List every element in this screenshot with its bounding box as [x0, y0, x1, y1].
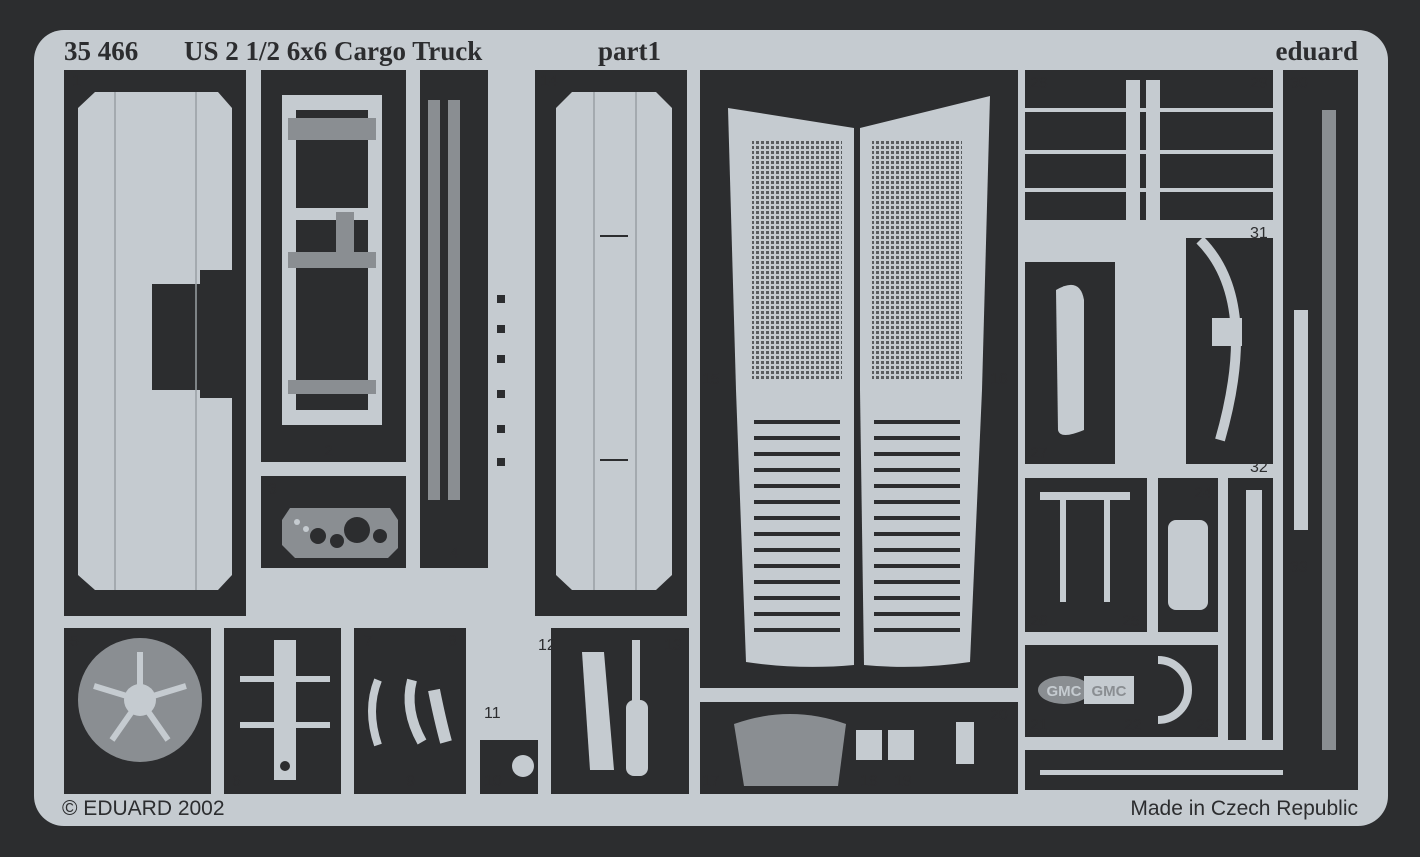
part-numbers: 1 2 3 4 5 6 7 8 9 10 11 12 13 14 15 16 1… [70, 73, 1308, 790]
part-label-7: 7 [364, 633, 373, 650]
part-label-30: 30 [1290, 75, 1308, 92]
part-13-tool [626, 640, 648, 776]
part-16-hood-side [860, 96, 990, 667]
logo-text-22: GMC [1092, 683, 1127, 700]
part-label-24: 24 [1194, 485, 1212, 502]
part-label-11: 11 [484, 705, 501, 722]
copyright-text: © EDUARD 2002 [62, 797, 225, 820]
part-label-16: 16 [990, 371, 1008, 388]
part-11-strip-holes [497, 295, 505, 466]
part-31-mount [1212, 318, 1242, 346]
part-23-arc [1157, 656, 1192, 724]
part-label-13: 13 [664, 637, 682, 654]
part-4-rods [428, 100, 460, 500]
part-label-5: 5 [70, 633, 79, 650]
part-label-4: 4 [450, 545, 459, 562]
part-5-fan [78, 638, 202, 762]
origin-text: Made in Czech Republic [1130, 797, 1358, 820]
part-label-29: 29 [1250, 75, 1268, 92]
sheet-label: part1 [598, 36, 661, 66]
part-27-curved-bar [1056, 284, 1084, 435]
part-30-strap [1322, 110, 1336, 750]
part-19-hinge [888, 730, 914, 760]
part-29-strip [1146, 80, 1160, 370]
brand-logo: eduard [1275, 36, 1358, 66]
part-15-hood-side [728, 108, 854, 667]
part-label-10: 10 [484, 773, 502, 790]
part-2-frame [282, 95, 382, 425]
part-3-dashboard [282, 508, 398, 558]
part-label-9: 9 [406, 773, 415, 790]
part-label-27: 27 [1030, 445, 1048, 462]
part-label-21: 21 [1030, 717, 1048, 734]
part-label-18: 18 [860, 773, 878, 790]
part-label-31: 31 [1250, 225, 1268, 242]
part-label-1: 1 [72, 73, 81, 90]
part-28-strip [1126, 80, 1140, 450]
part-14-side-panel [556, 92, 672, 590]
part-label-3: 3 [268, 481, 277, 498]
part-24-plate [1168, 520, 1208, 610]
part-label-15: 15 [702, 371, 720, 388]
part-label-33: 33 [1290, 559, 1308, 576]
part-label-19: 19 [894, 773, 912, 790]
set-number: 35 466 [64, 36, 138, 66]
part-label-12: 12 [538, 637, 556, 654]
kit-title: US 2 1/2 6x6 Cargo Truck [184, 36, 482, 66]
part-label-14: 14 [540, 73, 558, 90]
part-18-hinge [856, 730, 882, 760]
part-label-8: 8 [448, 633, 457, 650]
part-1-side-panel [78, 92, 232, 590]
part-label-17: 17 [702, 773, 720, 790]
part-6-bracket [240, 640, 330, 780]
part-label-20: 20 [990, 707, 1008, 724]
part-label-6: 6 [232, 773, 241, 790]
part-17-curved-plate [734, 714, 846, 786]
part-10-wheel [512, 755, 534, 777]
logo-text-21: GMC [1047, 683, 1082, 700]
part-label-2: 2 [324, 443, 333, 460]
part-21-emblem: GMC [1038, 676, 1090, 704]
header: 35 466 US 2 1/2 6x6 Cargo Truck part1 ed… [64, 36, 1358, 66]
part-32-strip [1246, 490, 1262, 740]
part-label-23: 23 [1196, 717, 1214, 734]
part-label-26: 26 [1030, 613, 1048, 630]
part-20-clip [956, 722, 974, 764]
part-label-22: 22 [1124, 717, 1142, 734]
parts-7-8-9 [368, 678, 452, 747]
part-label-28: 28 [1030, 75, 1048, 92]
part-label-32: 32 [1250, 459, 1268, 476]
part-12-plate [582, 652, 614, 770]
part-22-emblem: GMC [1084, 676, 1134, 704]
part-33-bar [1294, 310, 1308, 530]
part-label-25: 25 [1122, 613, 1140, 630]
parts-25-26-wipers [1040, 492, 1130, 602]
